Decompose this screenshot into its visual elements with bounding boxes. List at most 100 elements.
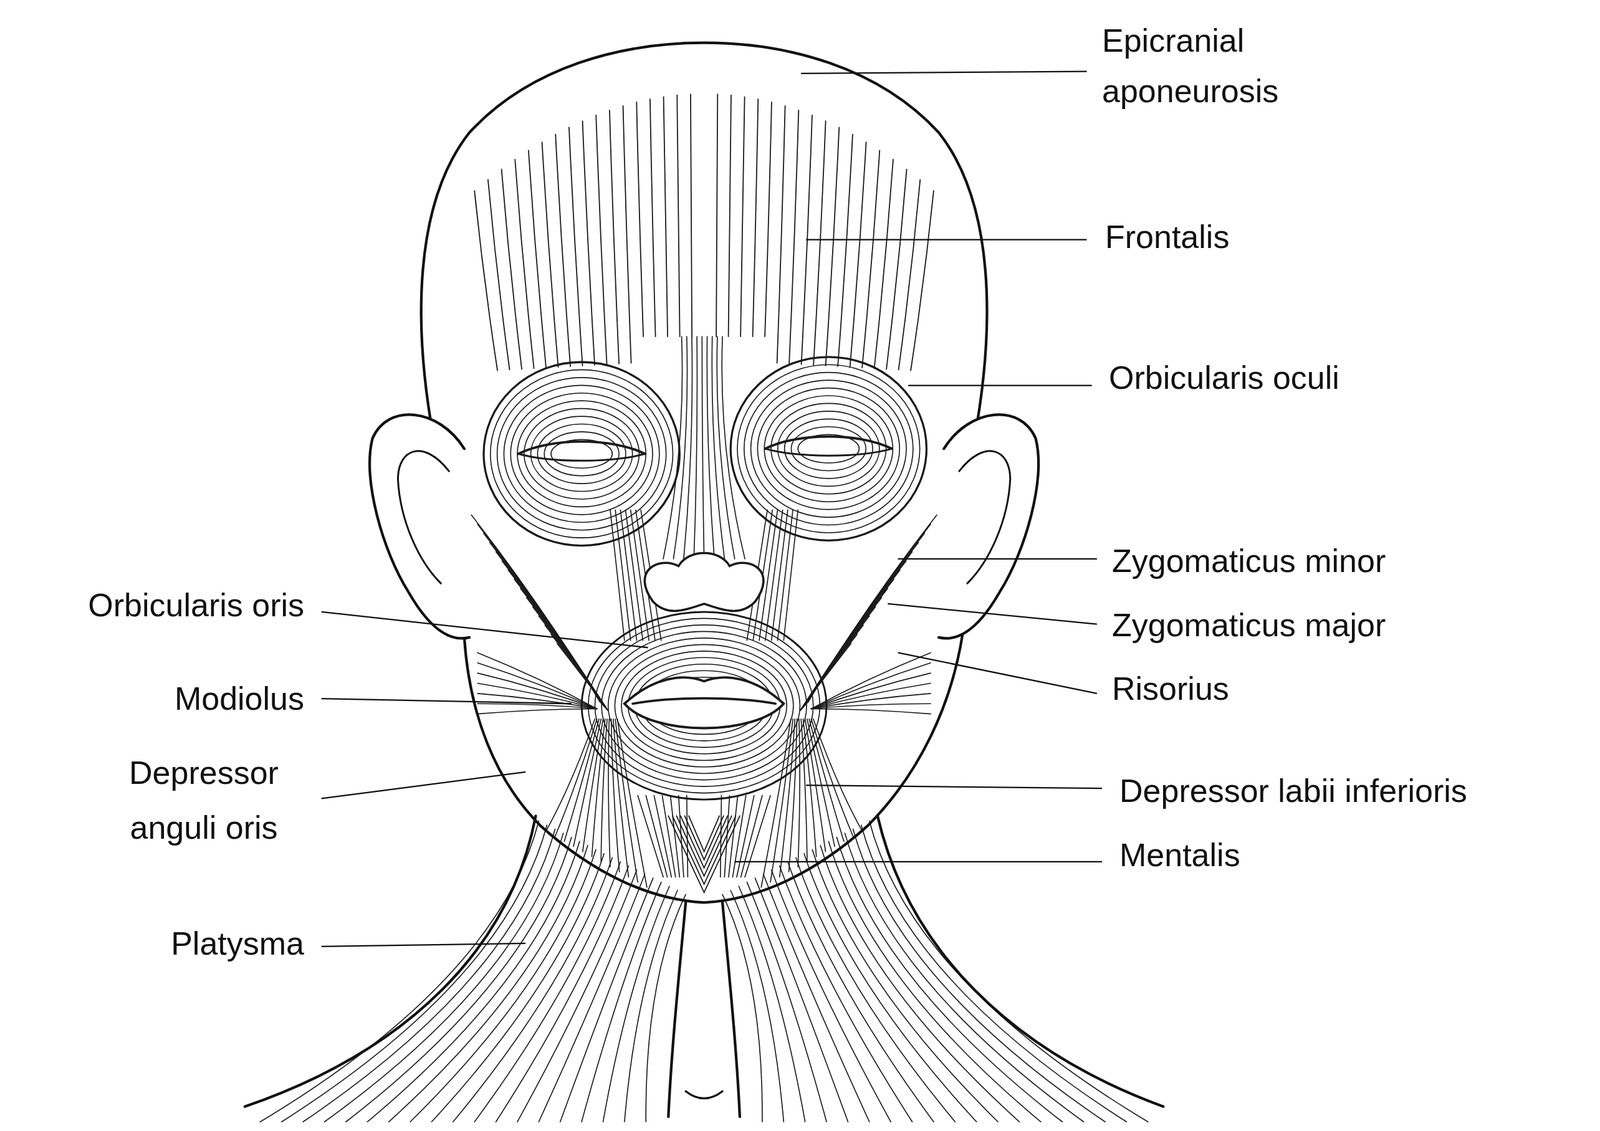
frontalis-fibre: [650, 99, 656, 337]
jaw-outline: [464, 622, 965, 903]
platysma-fibre: [861, 825, 1127, 1122]
orbicularis-oculi-ring: [771, 403, 887, 494]
depressor-anguli-fibre: [615, 719, 638, 883]
frontalis-fibre: [595, 115, 607, 365]
frontalis-fibre: [582, 120, 596, 366]
depressor-labii-fibre: [686, 795, 689, 878]
neck-left: [244, 815, 537, 1107]
orbicularis-oculi-ring: [744, 372, 914, 526]
risorius-fibre: [477, 708, 598, 714]
orbicularis-oris-ring: [601, 631, 807, 780]
orbicularis-oculi-ring: [524, 408, 640, 500]
nasal-fibre: [683, 336, 693, 560]
platysma-fibre: [259, 820, 539, 1122]
risorius-fibre: [811, 673, 932, 709]
orbicularis-oculi-ring: [784, 418, 873, 479]
depressor-labii-fibre: [720, 795, 722, 878]
risorius-fibre: [477, 693, 598, 710]
leader-line: [887, 603, 1098, 625]
frontalis-fibre: [623, 105, 632, 364]
leader-line: [908, 384, 1093, 386]
orbicularis-oculi-ring: [483, 362, 680, 547]
muscle-label: Modiolus: [174, 678, 305, 720]
platysma-fibre: [581, 882, 662, 1123]
muscle-label: Zygomaticus minor: [1111, 541, 1386, 582]
muscle-label: Zygomaticus major: [1111, 605, 1386, 646]
leader-line: [321, 698, 572, 704]
risorius-fibre: [477, 703, 598, 709]
orbicularis-oculi-ring: [544, 431, 619, 477]
platysma-fibre: [804, 853, 977, 1122]
frontalis-fibre: [474, 190, 498, 371]
mentalis-fibre: [685, 815, 724, 860]
neck-inner-right: [722, 902, 740, 1117]
platysma-fibre: [787, 862, 934, 1122]
platysma-fibre: [324, 833, 564, 1122]
risorius-fibre: [811, 663, 932, 710]
eyelid: [518, 441, 646, 455]
leader-lines: [321, 71, 1102, 947]
leader-line: [321, 612, 649, 648]
depressor-anguli-fibre: [582, 719, 604, 853]
depressor-anguli-fibre: [797, 719, 800, 868]
risorius-fibre: [811, 683, 932, 710]
depressor-labii-fibre: [661, 795, 676, 878]
orbicularis-oculi-ring: [517, 400, 646, 507]
depressor-labii-fibre: [724, 795, 730, 878]
leader-line: [734, 861, 1102, 863]
platysma-fibre: [828, 841, 1041, 1122]
platysma-fibre: [836, 837, 1063, 1123]
frontalis-fibre: [542, 142, 559, 368]
frontalis-fibre: [740, 96, 745, 337]
frontalis-fibre: [764, 102, 772, 337]
neck-inner-left: [668, 902, 686, 1117]
orbicularis-oculi-ring: [490, 369, 674, 538]
platysma-fibre: [853, 829, 1106, 1123]
orbicularis-oculi-ring: [537, 424, 626, 485]
orbicularis-oris-ring: [581, 612, 827, 800]
orbicularis-oculi-ring: [737, 364, 920, 533]
orbicularis-oculi-ring: [510, 393, 653, 515]
platysma-fibre: [474, 862, 621, 1122]
depressor-labii-fibre: [637, 795, 664, 878]
muscle-label: Epicranial aponeurosis: [1101, 15, 1339, 116]
platysma-fibre: [453, 857, 613, 1122]
orbicularis-oris-ring: [594, 625, 813, 787]
orbicularis-oculi-ring: [503, 385, 659, 523]
depressor-labii-fibre: [732, 795, 746, 878]
muscle-label: Frontalis: [1105, 216, 1230, 258]
frontalis-fibre: [636, 102, 644, 337]
platysma-fibre: [431, 853, 605, 1122]
depressor-anguli-fibre: [573, 719, 601, 848]
nose: [644, 552, 764, 611]
depressor-anguli-fibre: [770, 719, 793, 883]
leader-line: [805, 238, 1087, 240]
muscle-label: Risorius: [1111, 668, 1230, 710]
jugular-notch: [685, 1091, 723, 1099]
muscle-label: Orbicularis oculi: [1108, 357, 1340, 399]
nasal-fibre: [721, 336, 745, 560]
orbicularis-oculi-ring: [764, 395, 893, 502]
platysma-fibre: [302, 829, 555, 1123]
orbicularis-oculi-ring: [730, 357, 927, 542]
frontalis-fibre: [528, 150, 547, 368]
orbicularis-oculi-ring: [497, 377, 667, 531]
muscle-label: Mentalis: [1119, 835, 1241, 876]
right-ear: [938, 414, 1039, 639]
orbicularis-oris-ring: [614, 644, 793, 767]
eyelid: [765, 436, 892, 449]
leader-line: [800, 71, 1087, 74]
frontalis-fibre: [716, 94, 718, 337]
eyelid: [518, 453, 646, 461]
platysma-fibre: [869, 820, 1149, 1122]
frontalis-fibre: [752, 99, 759, 337]
platysma-fibre: [779, 865, 913, 1122]
muscle-label: Platysma: [170, 923, 305, 965]
head-outline: [244, 43, 1164, 1117]
platysma-fibre: [345, 837, 572, 1123]
nasal-fibre: [711, 336, 725, 560]
frontalis-fibre: [789, 110, 799, 365]
mentalis-fibre: [676, 815, 732, 877]
orbicularis-oris-ring: [608, 638, 801, 774]
